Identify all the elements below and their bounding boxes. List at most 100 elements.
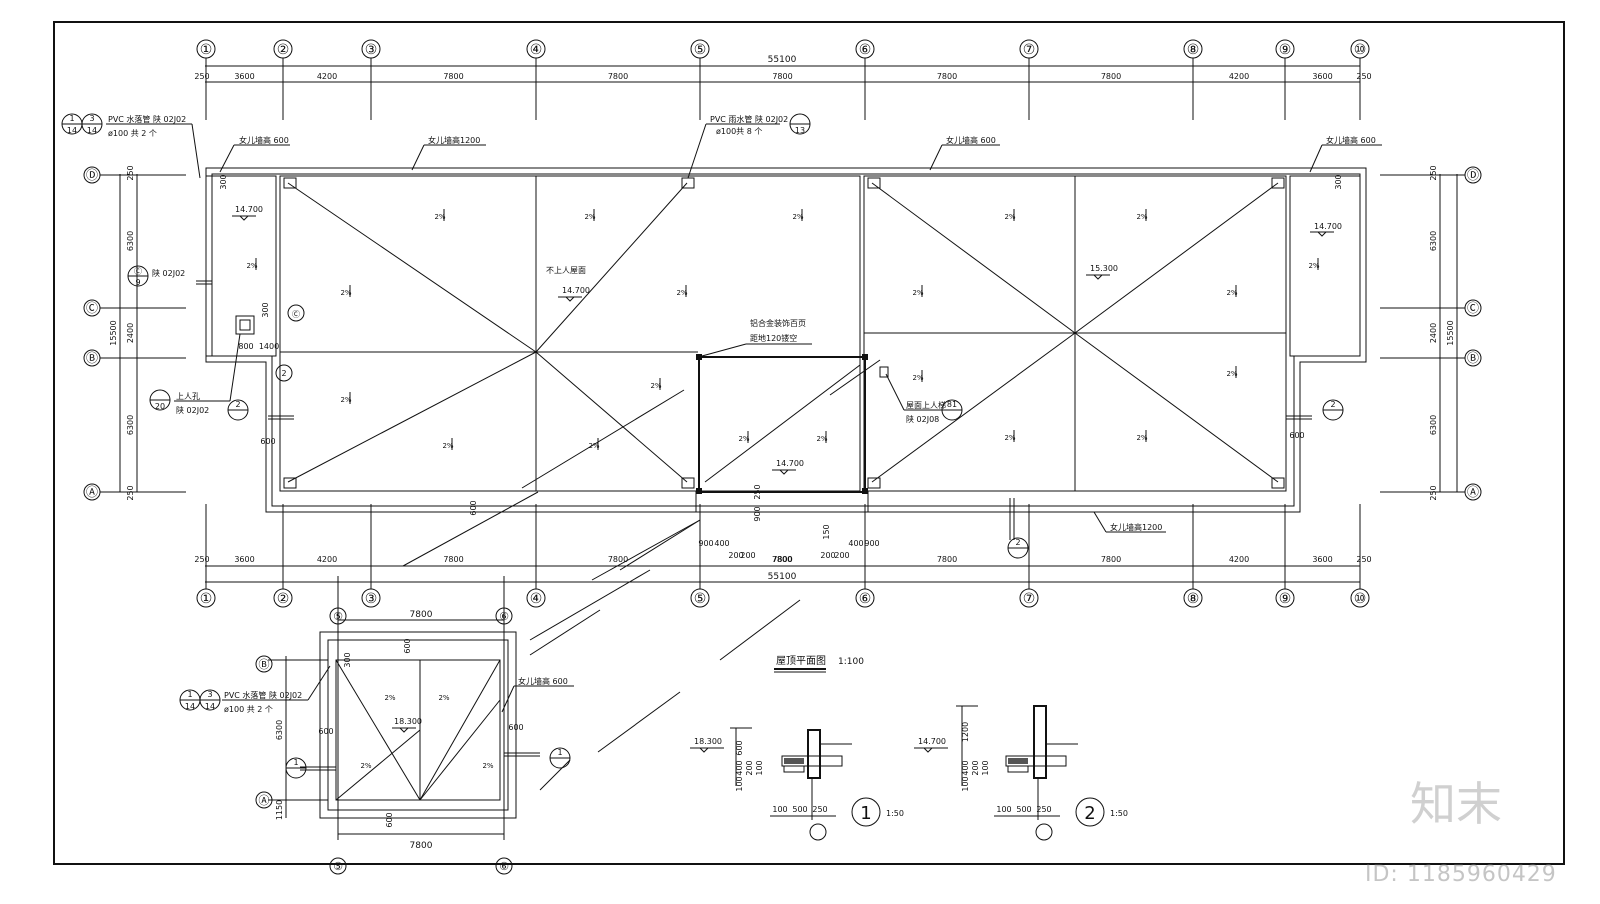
- row-label-right-1: Ⓒ: [1467, 301, 1479, 315]
- watermark-id: ID: 1185960429: [1365, 862, 1557, 887]
- label-parapet-1200-top: 女儿墙高1200: [428, 135, 480, 145]
- small-dim-600-b: 600: [508, 723, 523, 732]
- dimtop-seg-5: 7800: [772, 72, 792, 81]
- dimtop-seg-8: 4200: [1229, 72, 1249, 81]
- label-ladder: 屋面上人梯: [906, 400, 946, 410]
- row-label-right-2: Ⓑ: [1467, 351, 1479, 365]
- callout-2-hatch: 2: [281, 369, 286, 378]
- label-parapet-600-left: 女儿墙高 600: [239, 135, 289, 145]
- stair-dim-3: 200: [740, 551, 755, 560]
- dimtop-seg-3: 7800: [443, 72, 463, 81]
- dimbot-seg-1: 3600: [234, 555, 254, 564]
- dim-total-top: 55100: [768, 55, 797, 65]
- callout-1-top: 1: [69, 114, 74, 123]
- stair-dim-2: 200: [728, 551, 743, 560]
- dimtop-seg-9: 3600: [1312, 72, 1332, 81]
- dim-right-seg-4: 250: [1429, 485, 1438, 500]
- detail-1-h2: 400: [735, 760, 744, 775]
- slope-label-6: 2%: [792, 213, 803, 221]
- plan-annotations: 女儿墙高 600 女儿墙高1200 女儿墙高 600 女儿墙高 600 女儿墙高…: [106, 114, 1382, 533]
- stair-dim-8: 900: [864, 539, 879, 548]
- dim-left-seg-0: 250: [126, 165, 135, 180]
- dim-left-total: 15500: [109, 320, 118, 345]
- dim-left-seg-1: 6300: [126, 231, 135, 251]
- dimtop-seg-6: 7800: [937, 72, 957, 81]
- dimtop-seg-1: 3600: [234, 72, 254, 81]
- stair-dim-4: 7800: [772, 555, 792, 564]
- axis-label-top-4: ④: [530, 42, 543, 58]
- callout-2-bottom: 2: [1015, 538, 1020, 547]
- slope-label-5: 2%: [584, 213, 595, 221]
- small-pvc: PVC 水落管 陕 02J02: [224, 690, 302, 700]
- slope-label-15: 2%: [1226, 289, 1237, 297]
- small-axis-5-top: ⑤: [333, 610, 343, 623]
- dimbot-seg-2: 4200: [317, 555, 337, 564]
- detail-2-h5: 100: [981, 760, 990, 775]
- slope-label-20: 2%: [1308, 262, 1319, 270]
- callout-3-top: 3: [89, 114, 94, 123]
- dim-600-right: 600: [1289, 431, 1304, 440]
- elev-left: 14.700: [235, 205, 263, 214]
- axis-label-top-5: ⑤: [694, 42, 707, 58]
- detail-1-w2: 250: [812, 805, 827, 814]
- plan-small-dims: 300 300 800 1400 300 600 600 600 250 900…: [219, 174, 1343, 539]
- axis-label-top-1: ①: [200, 42, 213, 58]
- small-axis-6-bottom: ⑥: [499, 860, 509, 873]
- dimtop-seg-2: 4200: [317, 72, 337, 81]
- callout-2-left: 2: [235, 400, 240, 409]
- callout-9-side: 9: [135, 278, 140, 287]
- label-parapet-600-right: 女儿墙高 600: [1326, 135, 1376, 145]
- slope-label-4: 2%: [434, 213, 445, 221]
- row-label-left-2: Ⓑ: [86, 351, 98, 365]
- row-dimensions-left: 15500 6300 2400 6300 250 250: [109, 165, 138, 501]
- detail-2-scale: 1:50: [1110, 809, 1128, 818]
- dim-left-seg-3: 6300: [126, 415, 135, 435]
- label-hatch: 上人孔: [176, 392, 200, 401]
- row-label-left-1: Ⓒ: [86, 301, 98, 315]
- small-slope-3: 2%: [360, 762, 371, 770]
- dimtop-seg-0: 250: [194, 72, 209, 81]
- detail-1-w0: 100: [772, 805, 787, 814]
- axis-label-top-9: ⑨: [1279, 42, 1292, 58]
- label-louver: 铝合金装饰百页: [750, 318, 806, 328]
- label-louver-gap: 距地120镂空: [750, 333, 797, 343]
- small-dim-600-c: 600: [403, 638, 412, 653]
- row-label-left-0: Ⓓ: [86, 168, 98, 182]
- small-dim-1150: 1150: [275, 800, 284, 820]
- axis-label-bottom-4: ④: [530, 591, 543, 607]
- small-slope-4: 2%: [482, 762, 493, 770]
- label-parapet-1200-bottom: 女儿墙高1200: [1110, 522, 1162, 532]
- detail-1-h3: 100: [735, 776, 744, 791]
- dim-600-left: 600: [260, 437, 275, 446]
- dimbot-seg-4: 7800: [608, 555, 628, 564]
- slope-label-10: 2%: [738, 435, 749, 443]
- detail-1-h: 600: [735, 740, 744, 755]
- watermark-logo: 知末: [1410, 777, 1502, 831]
- dim-800: 800: [238, 342, 253, 351]
- axis-label-bottom-6: ⑥: [859, 591, 872, 607]
- label-ladder-ref: 陕 02J08: [906, 414, 939, 424]
- small-callout-14a: 14: [185, 702, 195, 711]
- axis-label-bottom-9: ⑨: [1279, 591, 1292, 607]
- dim-300-left: 300: [219, 174, 228, 189]
- dim-left-seg-2: 2400: [126, 323, 135, 343]
- detail-2-w1: 500: [1016, 805, 1031, 814]
- stair-dim-7: 400: [848, 539, 863, 548]
- slope-label-16: 2%: [912, 374, 923, 382]
- small-callout-14b: 14: [205, 702, 215, 711]
- small-elev: 18.300: [394, 717, 422, 726]
- slope-label-9: 2%: [588, 442, 599, 450]
- axis-label-bottom-1: ①: [200, 591, 213, 607]
- axis-label-top-8: ⑧: [1187, 42, 1200, 58]
- small-callout-1-left: 1: [293, 758, 298, 767]
- callout-81: 81: [947, 400, 957, 409]
- axis-label-top-6: ⑥: [859, 42, 872, 58]
- small-axis-b: Ⓑ: [259, 658, 270, 671]
- slope-label-0: 2%: [246, 262, 257, 270]
- dimbot-seg-0: 250: [194, 555, 209, 564]
- slope-label-12: 2%: [1004, 213, 1015, 221]
- dim-right-seg-2: 2400: [1429, 323, 1438, 343]
